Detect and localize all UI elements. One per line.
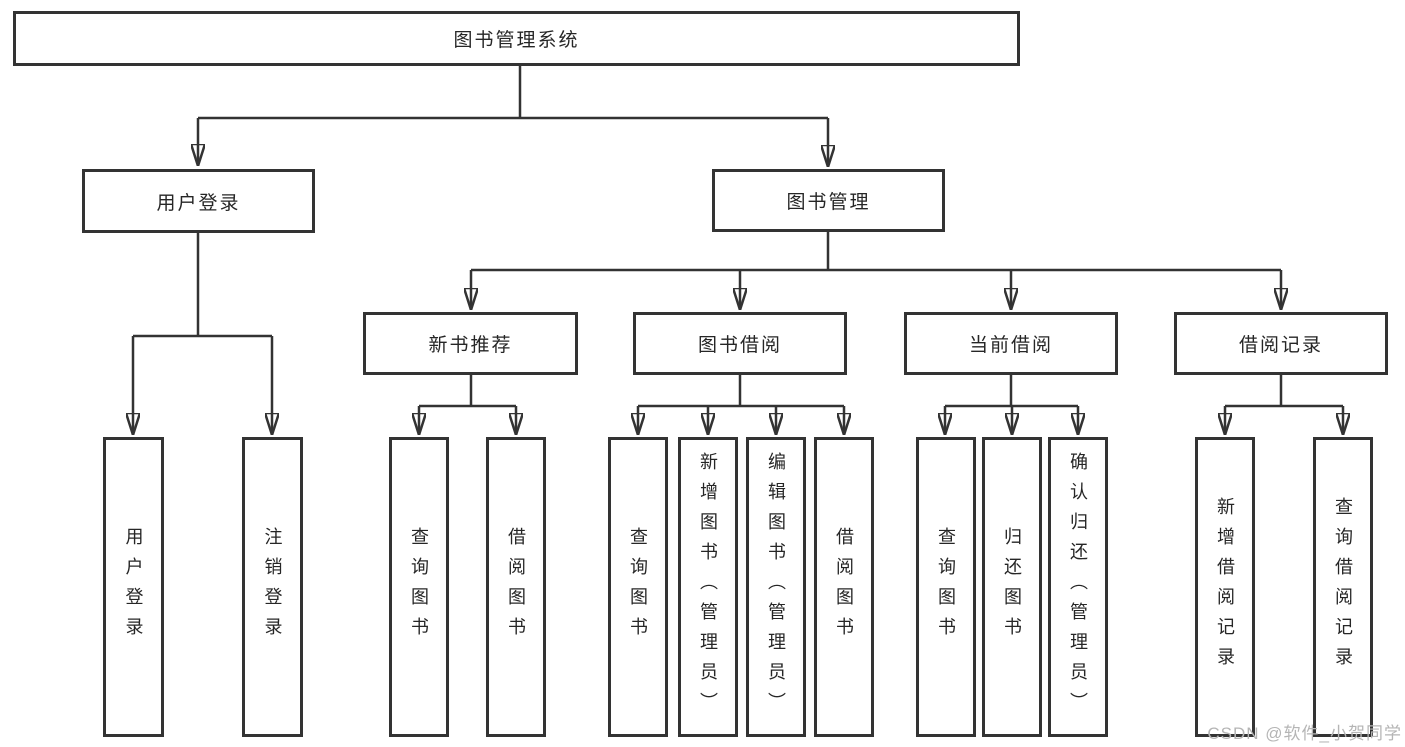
node-nb-query-books-label: 查询图书	[409, 527, 429, 647]
node-cb-return-books-label: 归还图书	[1002, 527, 1022, 647]
node-logout-label: 注销登录	[262, 527, 283, 647]
node-cb-confirm-return-admin-label: 确认归还（管理员）	[1068, 452, 1088, 722]
node-user-login: 用户登录	[82, 169, 315, 233]
node-bb-edit-book-admin: 编辑图书（管理员）	[746, 437, 806, 737]
node-bb-edit-book-admin-label: 编辑图书（管理员）	[766, 452, 786, 722]
node-nb-query-books: 查询图书	[389, 437, 449, 737]
node-bb-query-books-label: 查询图书	[628, 527, 648, 647]
node-br-add-record-label: 新增借阅记录	[1215, 497, 1235, 677]
node-new-book-recommend-label: 新书推荐	[428, 335, 513, 356]
node-borrow-records-label: 借阅记录	[1238, 335, 1323, 356]
node-cb-query-books-label: 查询图书	[936, 527, 956, 647]
node-bb-borrow-books: 借阅图书	[814, 437, 874, 737]
node-user-login-action: 用户登录	[103, 437, 164, 737]
node-bb-borrow-books-label: 借阅图书	[834, 527, 854, 647]
node-nb-borrow-books: 借阅图书	[486, 437, 546, 737]
node-book-management: 图书管理	[712, 169, 945, 232]
node-user-login-label: 用户登录	[156, 192, 241, 214]
node-cb-confirm-return-admin: 确认归还（管理员）	[1048, 437, 1108, 737]
node-user-login-action-label: 用户登录	[123, 527, 144, 647]
node-book-management-label: 图书管理	[786, 192, 871, 213]
node-logout: 注销登录	[242, 437, 303, 737]
node-library-system-label: 图书管理系统	[453, 30, 580, 51]
node-br-add-record: 新增借阅记录	[1195, 437, 1255, 737]
node-borrow-records: 借阅记录	[1174, 312, 1388, 375]
node-bb-add-book-admin: 新增图书（管理员）	[678, 437, 738, 737]
node-book-borrow: 图书借阅	[633, 312, 847, 375]
node-br-query-record-label: 查询借阅记录	[1333, 497, 1353, 677]
node-current-borrow: 当前借阅	[904, 312, 1118, 375]
node-br-query-record: 查询借阅记录	[1313, 437, 1373, 737]
node-current-borrow-label: 当前借阅	[968, 335, 1053, 356]
node-nb-borrow-books-label: 借阅图书	[506, 527, 526, 647]
node-cb-query-books: 查询图书	[916, 437, 976, 737]
node-library-system: 图书管理系统	[13, 11, 1020, 66]
node-cb-return-books: 归还图书	[982, 437, 1042, 737]
node-bb-query-books: 查询图书	[608, 437, 668, 737]
node-book-borrow-label: 图书借阅	[697, 335, 782, 356]
node-new-book-recommend: 新书推荐	[363, 312, 578, 375]
node-bb-add-book-admin-label: 新增图书（管理员）	[698, 452, 718, 722]
csdn-watermark: CSDN @软件_小贺同学	[1207, 724, 1402, 743]
